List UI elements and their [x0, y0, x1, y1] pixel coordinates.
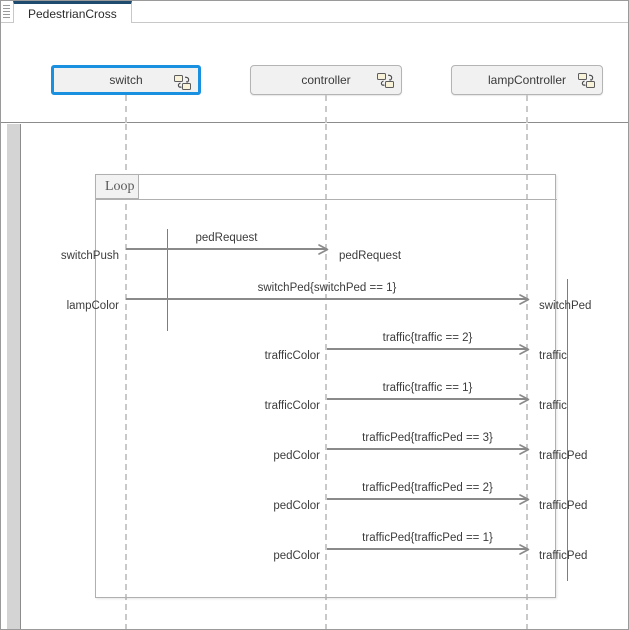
message-arrow-line[interactable]	[327, 498, 528, 500]
message-arrow-line[interactable]	[126, 298, 528, 300]
lifeline-head-switch[interactable]: switch	[51, 65, 201, 95]
loop-fragment[interactable]: Loop	[95, 174, 557, 598]
message-target-label[interactable]: traffic	[539, 400, 567, 412]
message-label[interactable]: traffic{traffic == 1}	[382, 382, 473, 394]
activation-stub	[567, 429, 568, 481]
message-target-label[interactable]: traffic	[539, 350, 567, 362]
activation-stub	[567, 379, 568, 431]
message-target-label[interactable]: pedRequest	[339, 250, 402, 262]
message-arrowhead-icon	[519, 542, 530, 555]
lifeline-controller[interactable]	[325, 124, 327, 629]
lifeline-head-lampcontroller[interactable]: lampController	[451, 65, 603, 95]
activation-stub	[567, 279, 568, 331]
message-arrowhead-icon	[519, 342, 530, 355]
interaction-use-icon	[377, 72, 394, 89]
message-label[interactable]: trafficPed{trafficPed == 1}	[362, 532, 493, 544]
message-source-label[interactable]: pedColor	[273, 550, 320, 562]
message-arrow-line[interactable]	[126, 248, 327, 250]
message-source-label[interactable]: lampColor	[66, 300, 119, 312]
message-label[interactable]: switchPed{switchPed == 1}	[257, 282, 397, 294]
message-arrowhead-icon	[519, 492, 530, 505]
lifeline-name-label: controller	[301, 73, 351, 87]
lifeline-switch[interactable]	[125, 124, 127, 629]
activation-stub	[167, 229, 168, 281]
loop-label-text: Loop	[105, 178, 135, 194]
message-label[interactable]: trafficPed{trafficPed == 2}	[362, 482, 493, 494]
interaction-use-icon	[578, 72, 595, 89]
loop-header-divider	[96, 199, 557, 200]
message-arrow-line[interactable]	[327, 448, 528, 450]
tab-label: PedestrianCross	[28, 6, 117, 21]
activation-stub	[567, 329, 568, 381]
drag-handle-icon[interactable]	[3, 5, 11, 19]
activation-stub	[167, 279, 168, 331]
tab-strip: PedestrianCross	[1, 1, 628, 23]
message-arrowhead-icon	[519, 392, 530, 405]
message-target-label[interactable]: trafficPed	[539, 550, 588, 562]
message-source-label[interactable]: pedColor	[273, 450, 320, 462]
message-target-label[interactable]: trafficPed	[539, 500, 588, 512]
lifeline-stem-lampcontroller	[526, 95, 528, 123]
message-label[interactable]: pedRequest	[195, 232, 258, 244]
message-source-label[interactable]: trafficColor	[264, 400, 320, 412]
message-target-label[interactable]: trafficPed	[539, 450, 588, 462]
activation-stub	[567, 479, 568, 531]
lifeline-head-controller[interactable]: controller	[250, 65, 402, 95]
lifeline-stem-controller	[325, 95, 327, 123]
lifeline-name-label: lampController	[487, 73, 567, 87]
message-label[interactable]: traffic{traffic == 2}	[382, 332, 473, 344]
message-arrow-line[interactable]	[327, 348, 528, 350]
interaction-use-icon	[174, 74, 191, 91]
editor-gutter[interactable]	[7, 124, 21, 629]
message-source-label[interactable]: pedColor	[273, 500, 320, 512]
message-arrowhead-icon	[519, 292, 530, 305]
gutter-edge	[1, 123, 7, 629]
message-target-label[interactable]: switchPed	[539, 300, 592, 312]
tab-pedestriancross[interactable]: PedestrianCross	[13, 1, 132, 23]
diagram-canvas[interactable]: Loop pedRequest switchPush pedRequest switch…	[22, 124, 628, 629]
message-arrowhead-icon	[519, 442, 530, 455]
message-arrow-line[interactable]	[327, 398, 528, 400]
loop-fragment-label[interactable]: Loop	[96, 175, 139, 199]
lifeline-header-band: switch controller lampController	[1, 23, 628, 123]
message-label[interactable]: trafficPed{trafficPed == 3}	[362, 432, 493, 444]
lifeline-stem-switch	[125, 95, 127, 123]
lifeline-lampcontroller[interactable]	[526, 124, 528, 629]
activation-stub	[567, 529, 568, 581]
message-arrow-line[interactable]	[327, 548, 528, 550]
message-source-label[interactable]: trafficColor	[264, 350, 320, 362]
message-arrowhead-icon	[318, 242, 329, 255]
message-source-label[interactable]: switchPush	[60, 250, 119, 262]
lifeline-name-label: switch	[109, 73, 143, 87]
